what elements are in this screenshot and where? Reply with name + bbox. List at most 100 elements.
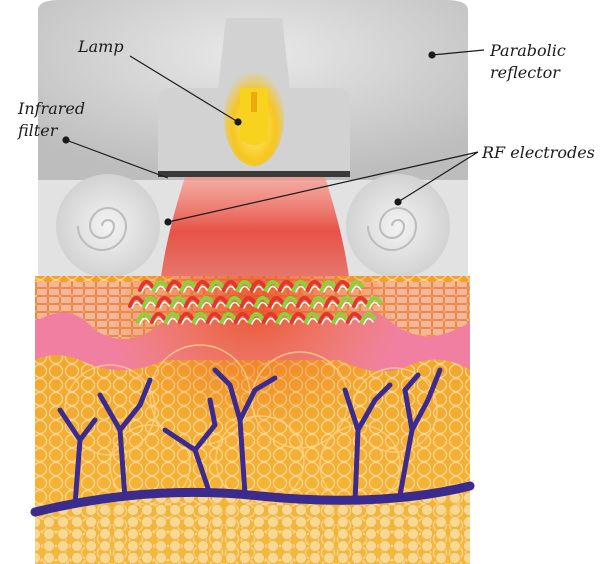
collagen-fiber — [348, 279, 364, 292]
collagen-fiber — [128, 295, 144, 308]
collagen-fiber-highlight — [197, 285, 208, 293]
collagen-fiber-highlight — [211, 285, 222, 293]
collagen-fiber-highlight — [267, 285, 278, 293]
collagen-fiber-highlight — [201, 301, 212, 309]
collagen-fiber-highlight — [349, 317, 360, 325]
collagen-fiber — [324, 295, 340, 308]
infrared-filter — [158, 171, 350, 177]
collagen-fiber — [150, 311, 166, 324]
collagen-fiber — [180, 279, 196, 292]
collagen-fiber — [262, 311, 278, 324]
collagen-fiber-highlight — [155, 285, 166, 293]
collagen-fiber-highlight — [281, 285, 292, 293]
collagen-fiber — [338, 295, 354, 308]
collagen-fiber — [352, 295, 368, 308]
collagen-fiber-highlight — [363, 317, 374, 325]
label-parabolic-reflector-2: reflector — [490, 63, 561, 82]
collagen-fiber-highlight — [173, 301, 184, 309]
collagen-fiber-highlight — [335, 317, 346, 325]
collagen-fiber — [306, 279, 322, 292]
collagen-fiber-highlight — [337, 285, 348, 293]
collagen-fiber — [292, 279, 308, 292]
collagen-fiber — [296, 295, 312, 308]
collagen-fiber — [268, 295, 284, 308]
collagen-fiber-highlight — [225, 285, 236, 293]
collagen-fiber-highlight — [223, 317, 234, 325]
collagen-fiber-highlight — [183, 285, 194, 293]
collagen-fiber-highlight — [293, 317, 304, 325]
collagen-fiber — [278, 279, 294, 292]
collagen-fiber — [332, 311, 348, 324]
collagen-fiber — [206, 311, 222, 324]
collagen-fiber-highlight — [237, 317, 248, 325]
collagen-fiber — [208, 279, 224, 292]
label-lamp: Lamp — [77, 37, 124, 56]
collagen-fiber — [222, 279, 238, 292]
collagen-fiber — [220, 311, 236, 324]
collagen-fiber-highlight — [239, 285, 250, 293]
collagen-fiber — [264, 279, 280, 292]
collagen-fiber-highlight — [145, 301, 156, 309]
collagen-fiber-highlight — [251, 317, 262, 325]
collagen-fiber-highlight — [153, 317, 164, 325]
collagen-fiber-highlight — [181, 317, 192, 325]
collagen-fiber — [240, 295, 256, 308]
collagen-fiber-highlight — [321, 317, 332, 325]
collagen-fiber-highlight — [187, 301, 198, 309]
collagen-fiber — [170, 295, 186, 308]
label-rf-electrodes: RF electrodes — [481, 143, 595, 162]
collagen-fiber-highlight — [351, 285, 362, 293]
collagen-fibers — [128, 279, 382, 325]
label-infrared-filter-1: Infrared — [17, 99, 85, 118]
collagen-fiber-highlight — [327, 301, 338, 309]
collagen-fiber — [194, 279, 210, 292]
collagen-fiber-highlight — [285, 301, 296, 309]
collagen-fiber — [152, 279, 168, 292]
collagen-fiber-highlight — [141, 285, 152, 293]
collagen-fiber — [142, 295, 158, 308]
collagen-fiber — [164, 311, 180, 324]
collagen-fiber-highlight — [265, 317, 276, 325]
collagen-fiber-highlight — [295, 285, 306, 293]
lamp-icon — [224, 70, 284, 166]
collagen-fiber — [226, 295, 242, 308]
collagen-fiber — [346, 311, 362, 324]
collagen-fiber — [212, 295, 228, 308]
collagen-fiber — [290, 311, 306, 324]
collagen-fiber-highlight — [209, 317, 220, 325]
collagen-fiber — [192, 311, 208, 324]
collagen-fiber — [310, 295, 326, 308]
collagen-fiber — [304, 311, 320, 324]
collagen-fiber-highlight — [279, 317, 290, 325]
collagen-fiber-highlight — [169, 285, 180, 293]
collagen-fiber-highlight — [131, 301, 142, 309]
blood-vessels — [30, 367, 475, 517]
collagen-fiber — [276, 311, 292, 324]
label-infrared-filter-2: filter — [17, 121, 59, 140]
collagen-fiber-highlight — [243, 301, 254, 309]
collagen-fiber — [178, 311, 194, 324]
collagen-fiber-highlight — [355, 301, 366, 309]
rf-electrode-left — [56, 174, 160, 278]
collagen-fiber-highlight — [229, 301, 240, 309]
collagen-fiber-highlight — [313, 301, 324, 309]
collagen-fiber-highlight — [139, 317, 150, 325]
collagen-fiber-highlight — [167, 317, 178, 325]
collagen-fiber-highlight — [341, 301, 352, 309]
collagen-fiber — [360, 311, 376, 324]
collagen-fiber — [138, 279, 154, 292]
collagen-fiber — [136, 311, 152, 324]
collagen-fiber — [198, 295, 214, 308]
collagen-fiber-highlight — [159, 301, 170, 309]
collagen-fiber — [248, 311, 264, 324]
collagen-fiber — [366, 295, 382, 308]
collagen-fiber-highlight — [257, 301, 268, 309]
collagen-fiber-highlight — [271, 301, 282, 309]
collagen-fiber-highlight — [253, 285, 264, 293]
rf-electrode-right — [346, 174, 450, 278]
collagen-fiber — [254, 295, 270, 308]
collagen-fiber — [318, 311, 334, 324]
label-parabolic-reflector-1: Parabolic — [489, 41, 566, 60]
collagen-fiber-highlight — [323, 285, 334, 293]
collagen-fiber — [320, 279, 336, 292]
